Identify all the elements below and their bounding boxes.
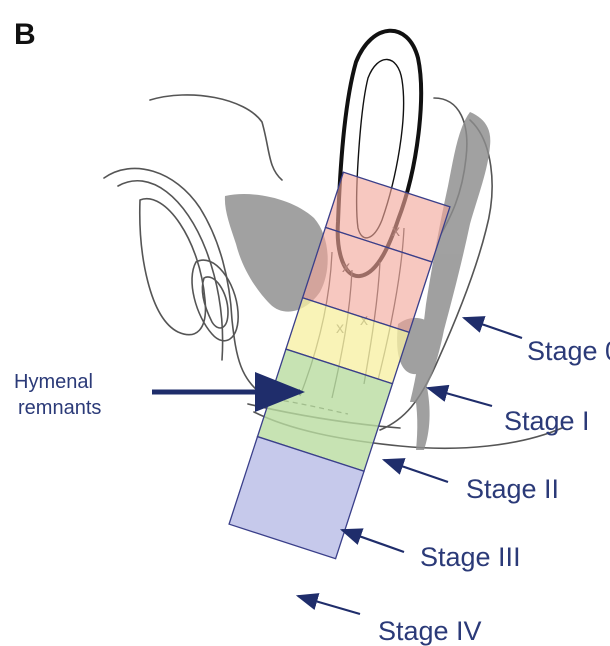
panel-letter: B: [14, 18, 36, 51]
label-stage-4: Stage IV: [378, 616, 482, 646]
label-stage-1: Stage I: [504, 406, 590, 436]
arrow-stage-1: [428, 388, 492, 406]
label-stage-3: Stage III: [420, 542, 521, 572]
label-hymenal-line2: remnants: [18, 397, 101, 419]
label-stage-0: Stage 0: [527, 336, 610, 366]
arrow-stage-2: [384, 460, 448, 482]
label-stage-2: Stage II: [466, 474, 559, 504]
arrow-stage-3: [342, 530, 404, 552]
label-hymenal-line1: Hymenal: [14, 371, 93, 393]
arrow-stage-0: [464, 318, 522, 338]
arrow-stage-4: [298, 596, 360, 614]
